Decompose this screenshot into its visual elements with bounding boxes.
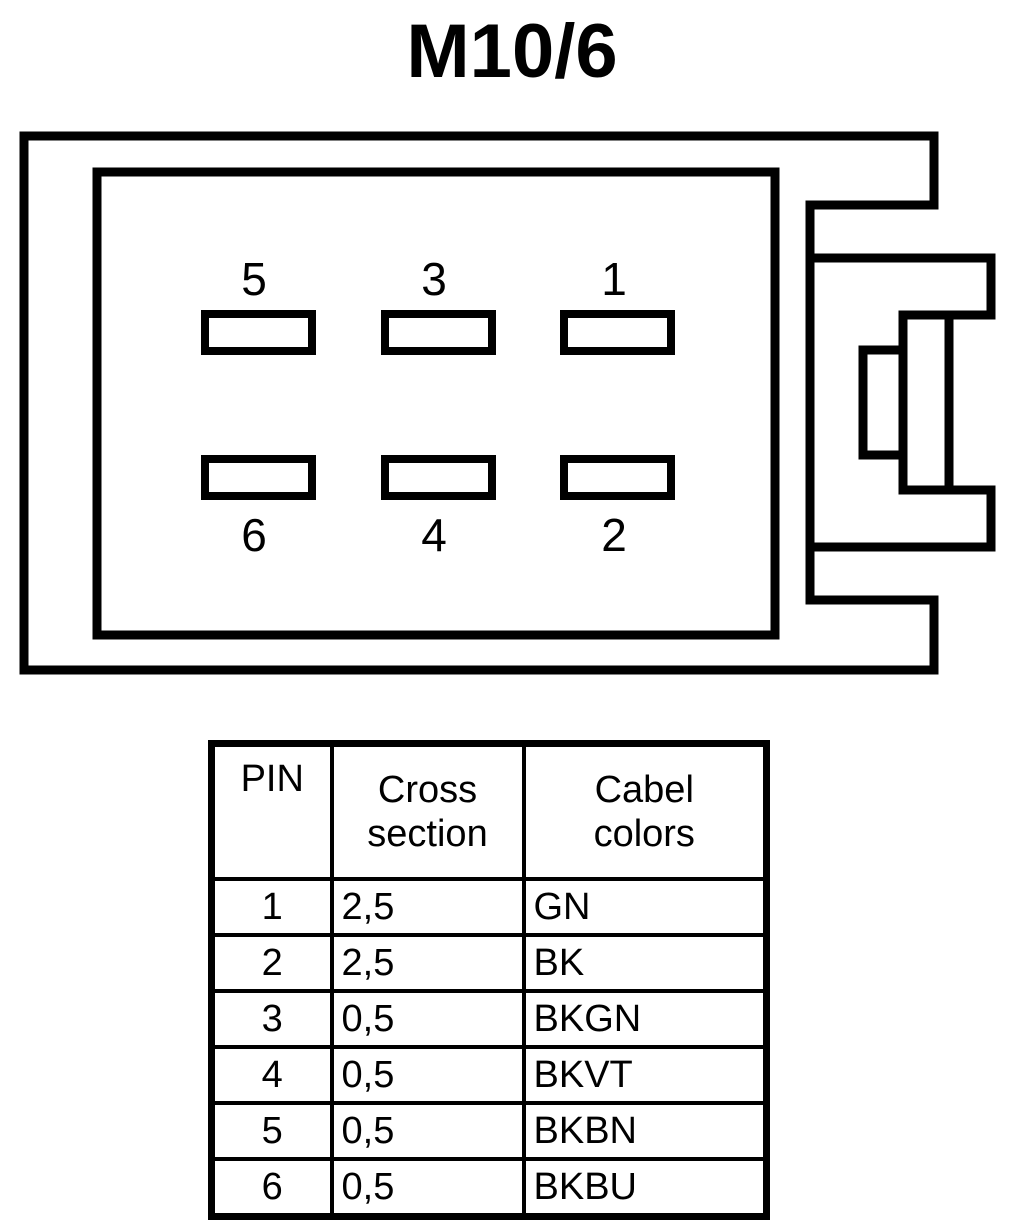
cell-cable-color: BKBU <box>521 1157 769 1219</box>
pin-label-1: 1 <box>601 253 627 305</box>
table-row: 1 2,5 GN <box>209 877 769 937</box>
pin-table-container: PIN Cross section Cabel colors 1 2,5 GN … <box>208 740 770 1220</box>
cell-cross-section: 2,5 <box>329 877 526 937</box>
terminal-cavity-1 <box>560 310 675 355</box>
cell-pin: 2 <box>209 933 334 993</box>
cell-cable-color: BKVT <box>521 1045 769 1105</box>
table-header-row: PIN Cross section Cabel colors <box>209 741 769 881</box>
terminal-cavity-3 <box>381 310 496 355</box>
table-row: 6 0,5 BKBU <box>209 1157 769 1219</box>
column-header-cable-colors-line1: Cabel <box>594 769 694 811</box>
connector-latch-outline <box>809 253 996 552</box>
latch-notch <box>858 345 908 460</box>
table-body: 1 2,5 GN 2 2,5 BK 3 0,5 BKGN 4 0,5 BKVT … <box>209 877 769 1219</box>
cell-cross-section: 2,5 <box>329 933 526 993</box>
table-header: PIN Cross section Cabel colors <box>209 741 769 881</box>
cell-pin: 1 <box>209 877 334 937</box>
terminal-cavity-2 <box>560 455 675 500</box>
connector-inner-faceplate <box>92 167 780 640</box>
page-title: M10/6 <box>406 9 618 94</box>
table-row: 5 0,5 BKBN <box>209 1101 769 1161</box>
cell-pin: 6 <box>209 1157 334 1219</box>
pin-label-5: 5 <box>241 253 267 305</box>
cell-cross-section: 0,5 <box>329 1157 526 1219</box>
column-header-cross-section: Cross section <box>329 741 526 881</box>
latch-inner-tongue <box>898 310 954 495</box>
cell-cross-section: 0,5 <box>329 1101 526 1161</box>
table-row: 2 2,5 BK <box>209 933 769 993</box>
pin-label-6: 6 <box>241 509 267 561</box>
connector-outer-housing <box>19 131 939 675</box>
cell-cable-color: BKGN <box>521 989 769 1049</box>
cell-pin: 3 <box>209 989 334 1049</box>
pin-assignment-table: PIN Cross section Cabel colors 1 2,5 GN … <box>208 740 770 1220</box>
column-header-cable-colors: Cabel colors <box>521 741 769 881</box>
pin-label-3: 3 <box>421 253 447 305</box>
column-header-cable-colors-line2: colors <box>593 813 695 855</box>
table-row: 4 0,5 BKVT <box>209 1045 769 1105</box>
terminal-cavity-5 <box>201 310 316 355</box>
column-header-cross-section-line1: Cross <box>377 769 478 811</box>
cell-cross-section: 0,5 <box>329 1045 526 1105</box>
cell-pin: 4 <box>209 1045 334 1105</box>
connector-diagram: 5 3 1 6 4 2 <box>0 110 1024 700</box>
column-header-pin: PIN <box>209 741 334 881</box>
cell-cable-color: BKBN <box>521 1101 769 1161</box>
table-row: 3 0,5 BKGN <box>209 989 769 1049</box>
cell-cross-section: 0,5 <box>329 989 526 1049</box>
column-header-cross-section-line2: section <box>367 813 488 855</box>
terminal-cavity-4 <box>381 455 496 500</box>
cell-cable-color: GN <box>521 877 769 937</box>
cell-pin: 5 <box>209 1101 334 1161</box>
pin-label-2: 2 <box>601 509 627 561</box>
pin-label-4: 4 <box>421 509 447 561</box>
cell-cable-color: BK <box>521 933 769 993</box>
terminal-cavity-6 <box>201 455 316 500</box>
